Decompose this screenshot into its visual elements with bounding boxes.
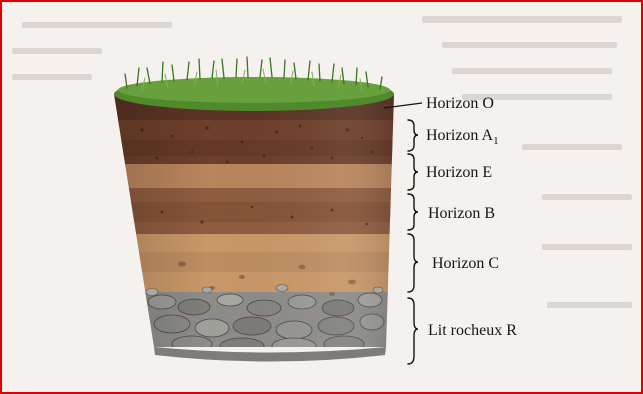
brace-horizon-b bbox=[408, 194, 418, 230]
label-lit-rocheux-r: Lit rocheux R bbox=[428, 322, 517, 339]
label-horizon-o: Horizon O bbox=[426, 95, 494, 112]
label-horizon-e: Horizon E bbox=[426, 164, 492, 181]
label-horizon-c: Horizon C bbox=[432, 255, 499, 272]
brace-horizon-e bbox=[408, 154, 418, 190]
soil-column bbox=[102, 94, 402, 354]
label-horizon-b: Horizon B bbox=[428, 205, 495, 222]
label-horizon-a1: Horizon A1 bbox=[426, 127, 499, 147]
column-base bbox=[154, 347, 386, 362]
brace-horizon-c bbox=[408, 234, 418, 292]
grass-surface bbox=[114, 57, 394, 111]
brace-bedrock bbox=[408, 298, 418, 364]
brace-horizon-a1 bbox=[408, 120, 418, 151]
